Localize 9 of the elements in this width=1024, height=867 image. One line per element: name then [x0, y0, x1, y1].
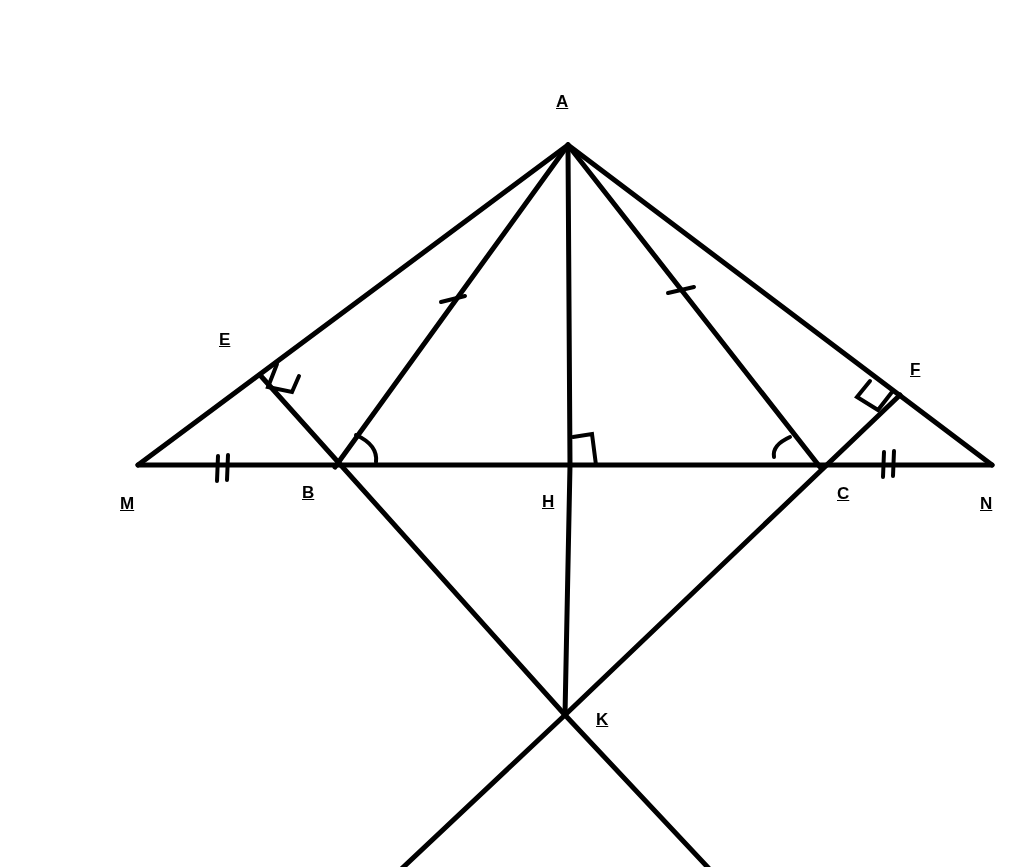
- point-label: E: [218, 330, 232, 350]
- point-label: B: [301, 483, 316, 503]
- point-label: F: [909, 360, 922, 380]
- point-label: N: [979, 494, 994, 514]
- point-label: H: [541, 492, 556, 512]
- point-label: M: [119, 494, 136, 514]
- point-label: K: [595, 710, 610, 730]
- point-label: A: [555, 92, 570, 112]
- point-label: C: [836, 484, 851, 504]
